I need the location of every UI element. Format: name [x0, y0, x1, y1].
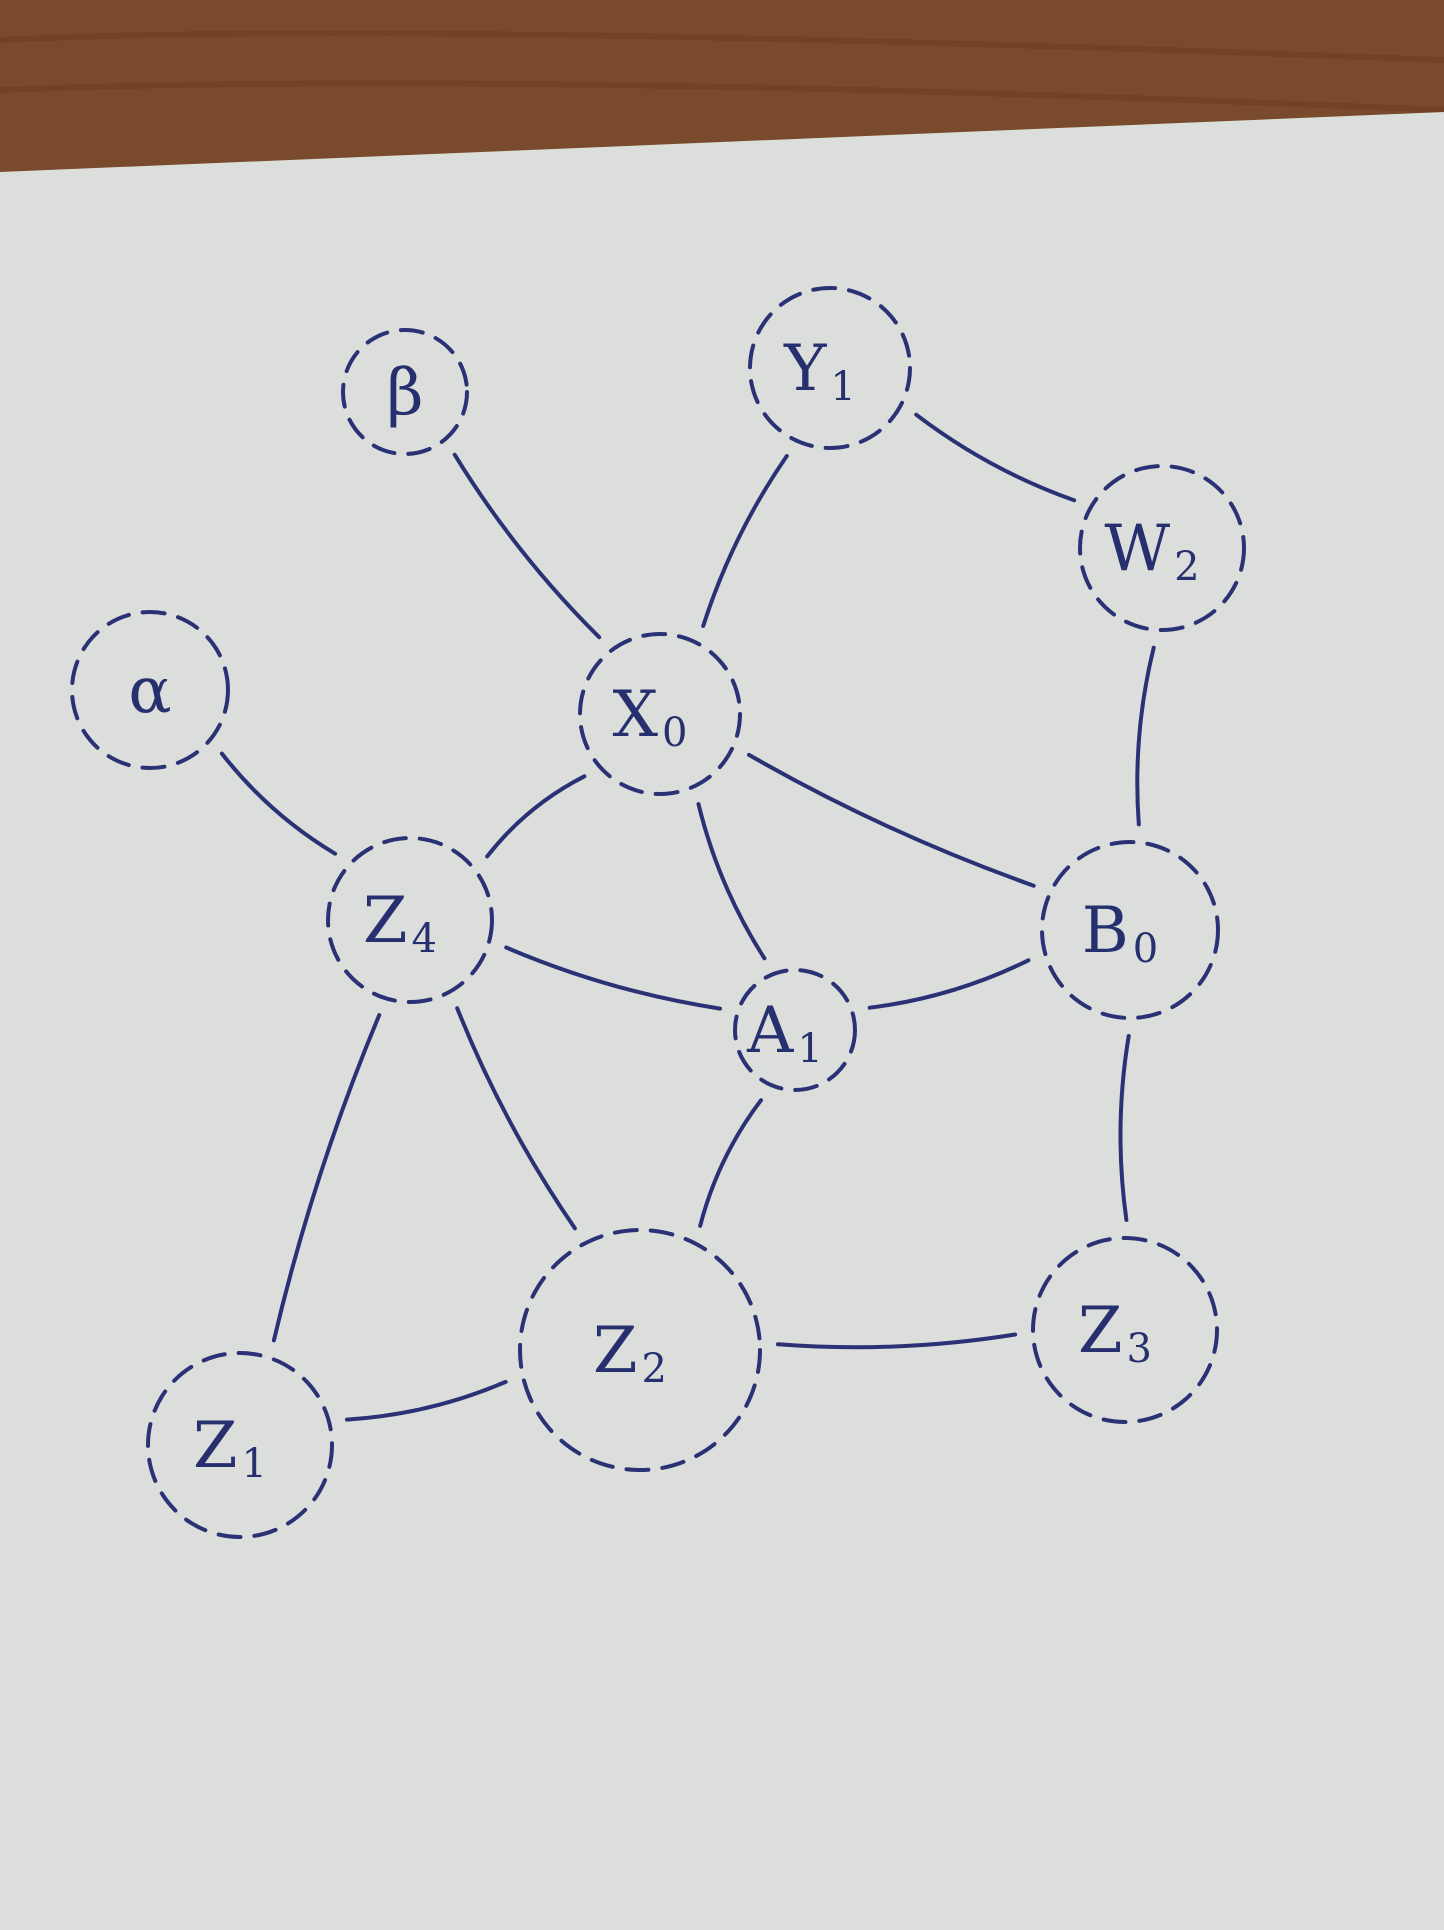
edge-y1-w2 [914, 412, 1077, 503]
node-beta-dashed-circle [341, 328, 469, 456]
edge-beta-x0 [452, 452, 602, 640]
edge-a1-z2 [698, 1098, 763, 1228]
node-w2-main-symbol: W [1104, 512, 1170, 586]
node-z2-subscript: 2 [642, 1346, 667, 1392]
node-y1-main-symbol: Y [783, 332, 827, 406]
node-alpha-label: α [128, 654, 171, 728]
edge-w2-b0 [1135, 645, 1156, 827]
node-z4-main-symbol: Z [363, 884, 407, 958]
node-z3-main-symbol: Z [1078, 1294, 1122, 1368]
node-b0-subscript: 0 [1133, 926, 1158, 972]
node-beta-label: β [387, 356, 424, 430]
node-a1-subscript: 1 [797, 1026, 822, 1072]
node-alpha-dashed-circle [70, 610, 230, 770]
node-y1-subscript: 1 [830, 364, 855, 410]
edge-x0-a1 [696, 802, 767, 961]
node-b0-dashed-circle [1040, 840, 1220, 1020]
edge-a1-b0 [867, 958, 1031, 1010]
node-z2-main-symbol: Z [593, 1314, 637, 1388]
node-a1-main-symbol: A [746, 994, 794, 1068]
edge-x0-b0 [747, 752, 1036, 888]
edge-z2-z3 [775, 1332, 1018, 1350]
edge-z4-z2 [455, 1006, 577, 1231]
node-x0-main-symbol: X [612, 678, 658, 752]
edge-z4-z1 [271, 1013, 382, 1343]
edge-alpha-z4 [219, 751, 338, 856]
node-w2-dashed-circle [1078, 464, 1246, 632]
node-x0-dashed-circle [578, 632, 742, 796]
node-z1-main-symbol: Z [193, 1409, 237, 1483]
edge-x0-z4 [485, 774, 587, 859]
edge-y1-x0 [701, 454, 789, 628]
edge-b0-z3 [1118, 1034, 1131, 1222]
table-grain [0, 30, 1444, 113]
node-beta-main-symbol: β [387, 356, 424, 430]
node-w2-subscript: 2 [1174, 544, 1199, 590]
node-z2-dashed-circle [518, 1228, 762, 1472]
edge-layer [219, 412, 1156, 1422]
node-z4-subscript: 4 [412, 916, 437, 962]
node-z1-subscript: 1 [242, 1441, 267, 1487]
node-z3-subscript: 3 [1127, 1326, 1152, 1372]
node-z3-dashed-circle [1031, 1236, 1219, 1424]
edge-z4-a1 [504, 945, 722, 1011]
node-alpha: α [70, 610, 230, 770]
edge-z1-z2 [345, 1379, 508, 1422]
node-beta: β [341, 328, 469, 456]
paper-sheet [0, 112, 1444, 1930]
node-b0-main-symbol: B [1082, 894, 1129, 968]
node-y1-dashed-circle [748, 286, 912, 450]
node-a1-dashed-circle [733, 968, 857, 1092]
node-alpha-main-symbol: α [128, 654, 171, 728]
node-z4-dashed-circle [326, 836, 494, 1004]
node-x0-subscript: 0 [662, 710, 687, 756]
node-z1-dashed-circle [146, 1351, 334, 1539]
